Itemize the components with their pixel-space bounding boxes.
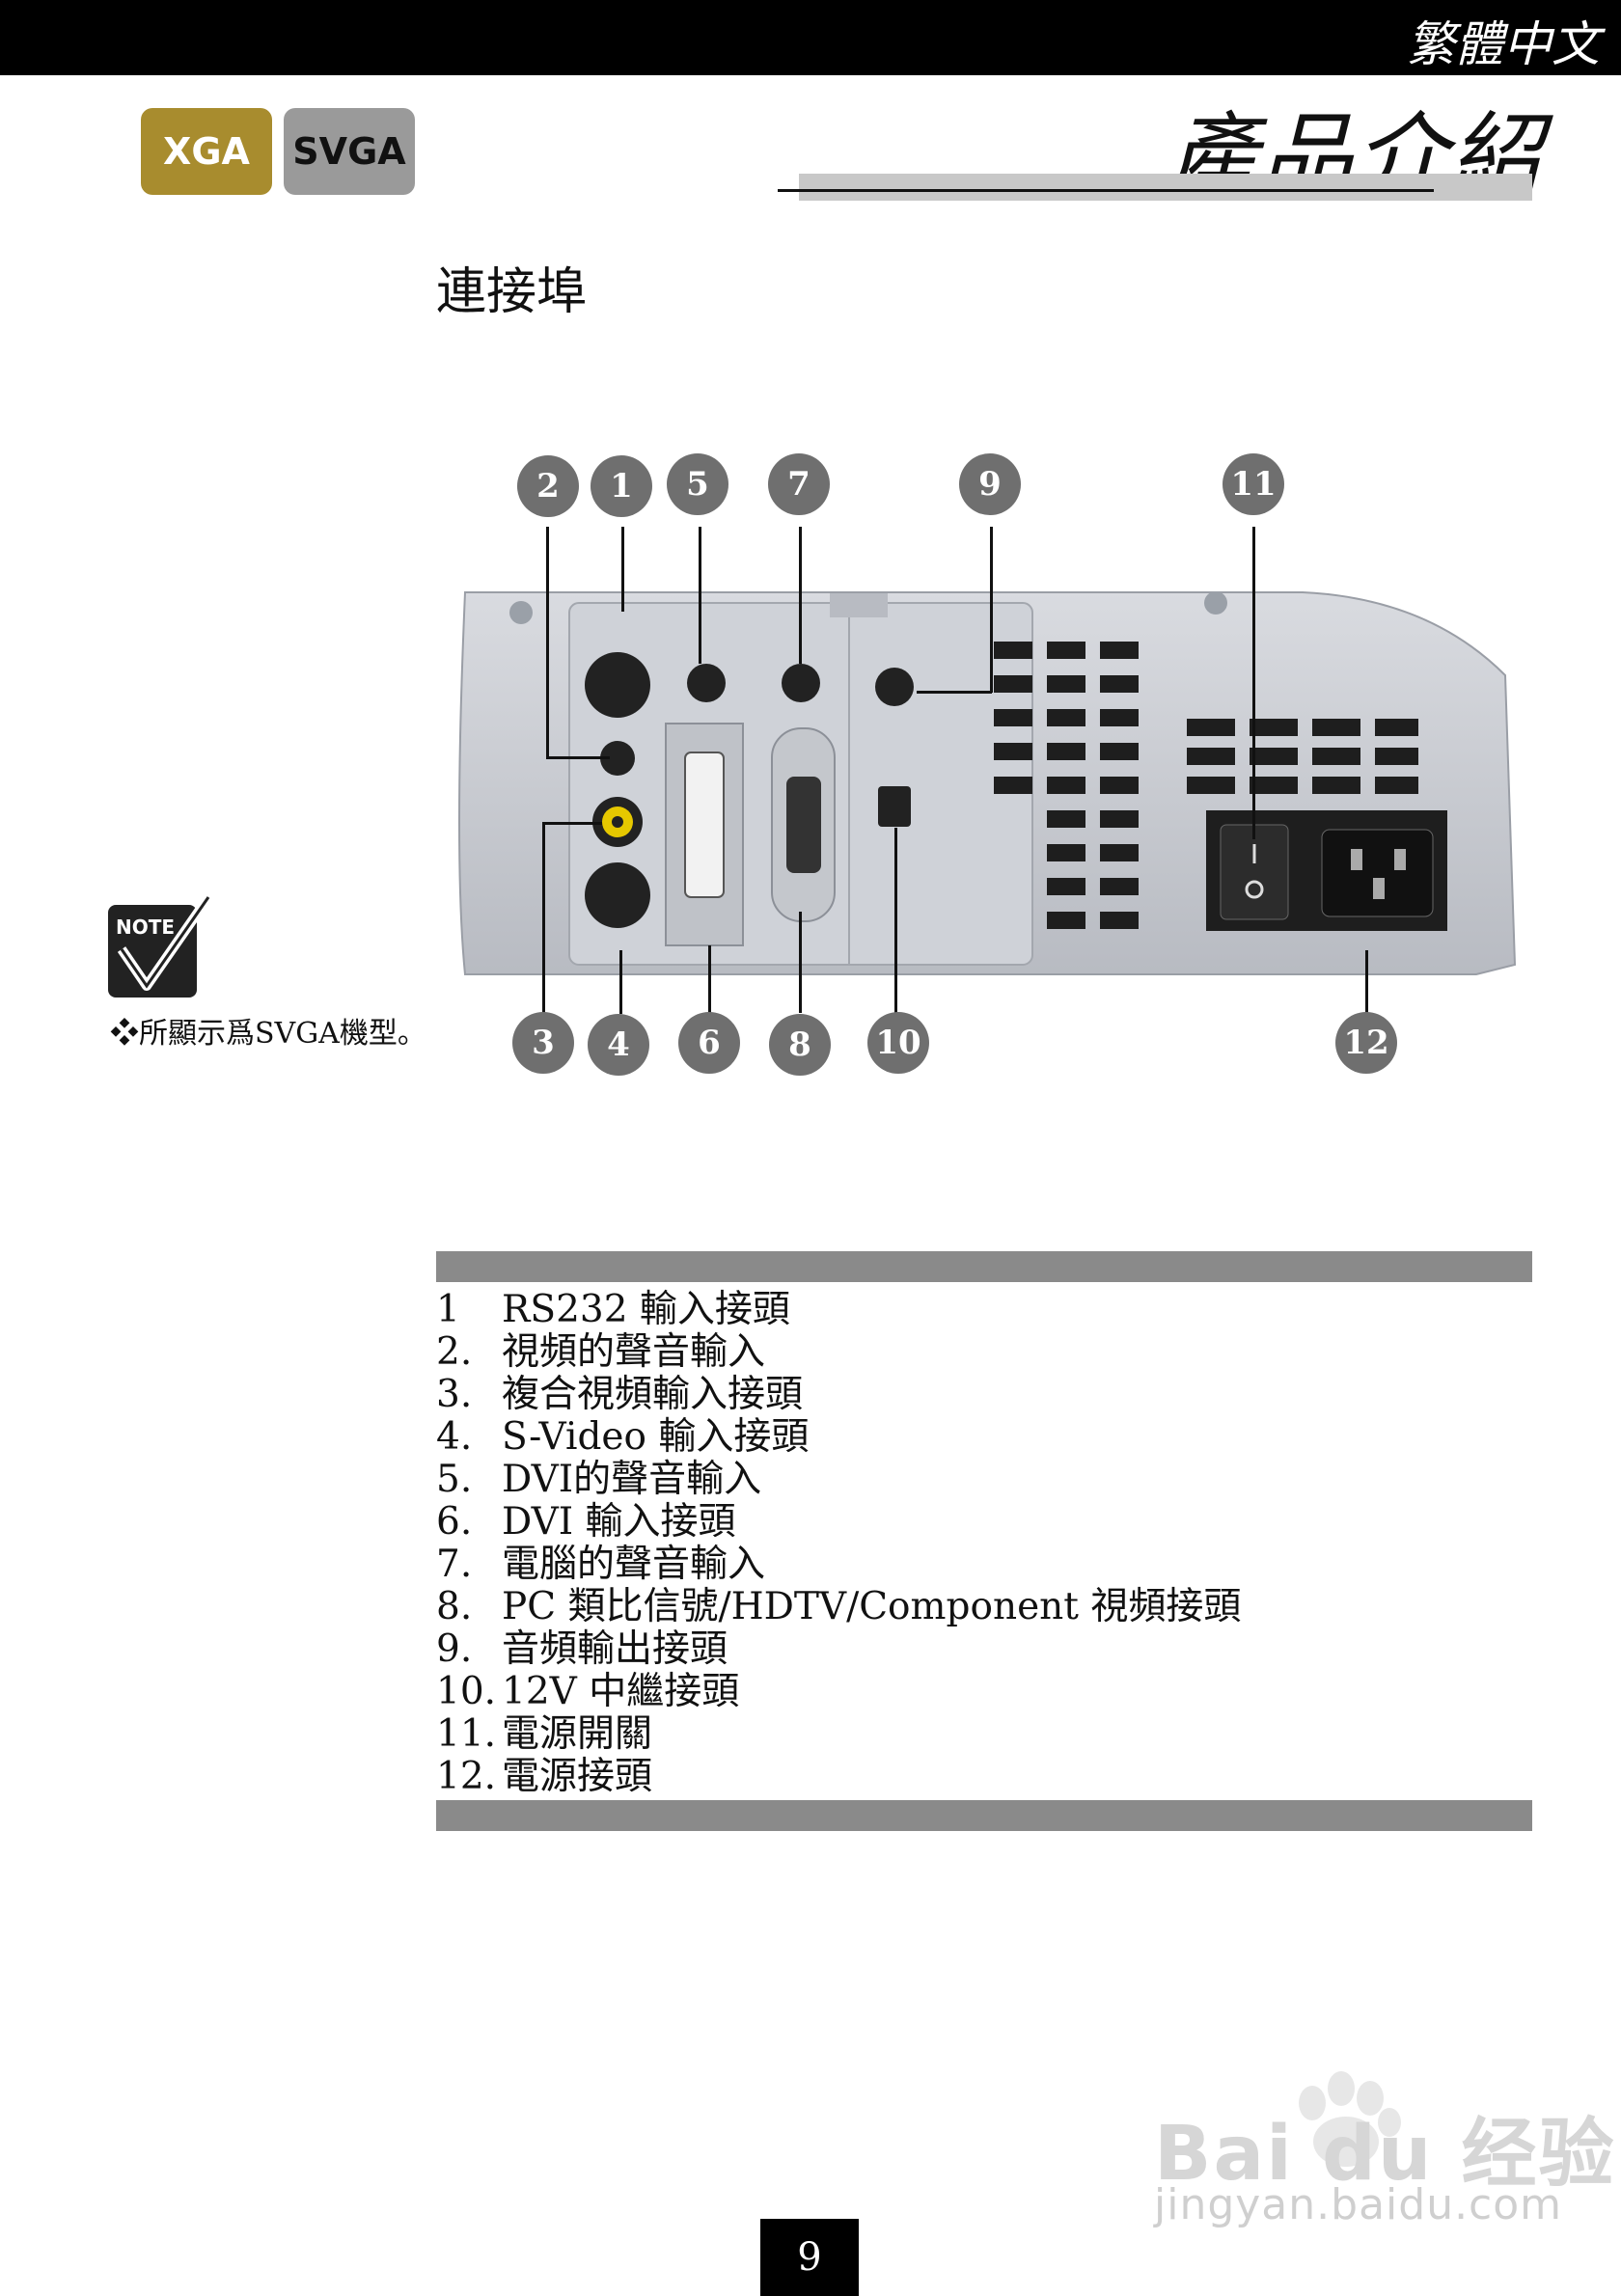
svg-text:NOTE: NOTE [116,916,175,939]
list-item: 6. DVI 輸入接頭 [436,1501,1532,1544]
callout-2: 2 [517,455,579,517]
list-item: 10.12V 中繼接頭 [436,1671,1532,1713]
item-label: 視頻的聲音輸入 [502,1330,766,1374]
list-top-bar [436,1251,1532,1282]
list-item: 5. DVI的聲音輸入 [436,1459,1532,1501]
list-item: 9. 音頻輸出接頭 [436,1628,1532,1671]
item-number: 7. [436,1543,473,1586]
svga-badge: SVGA [284,108,415,195]
callout-11: 11 [1223,453,1284,515]
callout-12: 12 [1335,1012,1397,1074]
leader-line-3 [542,822,602,825]
item-number: 1 [436,1288,460,1331]
projector-rear-panel-image [458,591,1517,975]
item-label: S-Video 輸入接頭 [502,1415,810,1459]
callout-5: 5 [667,453,728,515]
item-label: RS232 輸入接頭 [502,1288,790,1331]
leader-line-2 [546,756,610,759]
leader-line-5 [699,527,701,664]
item-label: 電源開關 [502,1712,653,1756]
list-item: 12.電源接頭 [436,1756,1532,1798]
item-number: 3. [436,1373,473,1416]
list-item: 7. 電腦的聲音輸入 [436,1544,1532,1586]
leader-line-2 [546,527,549,758]
item-number: 6. [436,1500,473,1544]
item-label: 電腦的聲音輸入 [502,1543,766,1586]
callout-8: 8 [769,1014,831,1076]
callout-4: 4 [588,1014,649,1076]
list-item: 4. S-Video 輸入接頭 [436,1416,1532,1459]
watermark-url: jingyan.baidu.com [1154,2180,1563,2229]
page-number: 9 [760,2219,859,2296]
item-number: 12. [436,1755,497,1798]
list-bottom-bar [436,1800,1532,1831]
leader-line-7 [799,527,802,664]
item-number: 5. [436,1458,473,1501]
title-rule [799,174,1532,201]
callout-1: 1 [591,455,652,517]
item-label: 複合視頻輸入接頭 [502,1373,804,1416]
leader-line-6 [708,945,711,1013]
parts-list: 1 RS232 輸入接頭 2. 視頻的聲音輸入 3. 複合視頻輸入接頭 4. S-Vid… [436,1289,1532,1798]
page-subtitle: 連接埠 [436,263,588,321]
item-label: DVI 輸入接頭 [502,1500,736,1544]
item-number: 2. [436,1330,473,1374]
callout-7: 7 [768,453,830,515]
note-checkmark-icon: NOTE [108,895,213,998]
item-number: 4. [436,1415,473,1459]
item-label: 音頻輸出接頭 [502,1627,728,1671]
callout-10: 10 [867,1012,929,1074]
leader-line-10 [894,828,897,1013]
item-label: 12V 中繼接頭 [502,1670,740,1713]
list-item: 11.電源開關 [436,1713,1532,1756]
leader-line-9 [990,527,993,693]
leader-line-1 [621,527,624,612]
leader-line-3 [542,822,545,1015]
item-number: 10. [436,1670,497,1713]
leader-line-11 [1252,527,1255,839]
title-rule-line [778,189,1434,192]
item-label: 電源接頭 [502,1755,653,1798]
leader-line-9 [917,691,992,694]
xga-badge: XGA [141,108,272,195]
item-number: 9. [436,1627,473,1671]
callout-9: 9 [959,453,1021,515]
list-item: 1 RS232 輸入接頭 [436,1289,1532,1331]
list-item: 2. 視頻的聲音輸入 [436,1331,1532,1374]
top-bar: 繁體中文 [0,0,1621,75]
item-label: DVI的聲音輸入 [502,1458,762,1501]
callout-3: 3 [512,1012,574,1074]
item-number: 8. [436,1585,473,1628]
note-text: ❖所顯示爲SVGA機型。 [110,1017,426,1051]
leader-line-8 [799,912,802,1013]
leader-line-4 [619,950,622,1014]
baidu-paw-logo [1299,2071,1401,2167]
leader-line-12 [1365,950,1368,1013]
list-item: 8. PC 類比信號/HDTV/Component 視頻接頭 [436,1586,1532,1628]
callout-6: 6 [678,1012,740,1074]
watermark-brand: Bai du 经验 [1154,2111,1616,2198]
language-label: 繁體中文 [1407,16,1600,72]
item-number: 11. [436,1712,497,1756]
item-label: PC 類比信號/HDTV/Component 視頻接頭 [502,1585,1242,1628]
list-item: 3. 複合視頻輸入接頭 [436,1374,1532,1416]
